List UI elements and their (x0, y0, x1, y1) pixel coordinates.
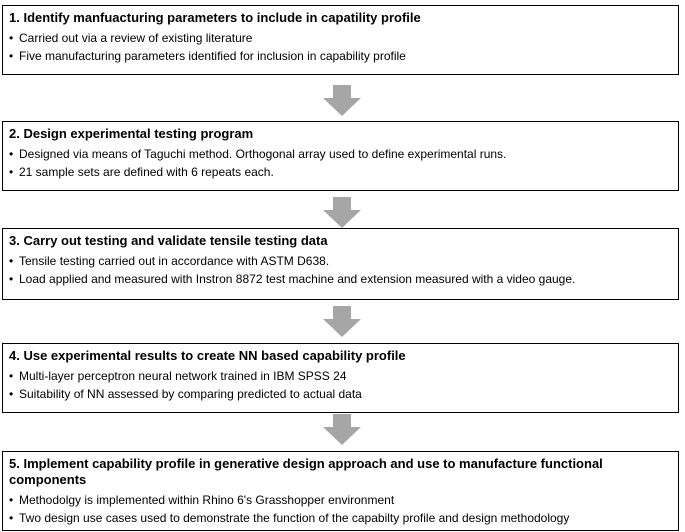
step-bullets-4: • Multi-layer perceptron neural network t… (9, 367, 672, 403)
bullet-mark: • (9, 254, 14, 268)
bullet-item: • Methodolgy is implemented within Rhino … (9, 491, 672, 509)
down-arrow-icon (323, 306, 361, 337)
bullet-text: Suitability of NN assessed by comparing … (19, 387, 362, 401)
bullet-text: Multi-layer perceptron neural network tr… (19, 369, 347, 383)
bullet-text: Five manufacturing parameters identified… (19, 49, 406, 63)
bullet-text: 21 sample sets are defined with 6 repeat… (19, 165, 274, 179)
bullet-item: • Five manufacturing parameters identifie… (9, 47, 672, 65)
down-arrow-icon (323, 414, 361, 445)
bullet-item: • 21 sample sets are defined with 6 repea… (9, 163, 672, 181)
bullet-text: Load applied and measured with Instron 8… (19, 272, 576, 286)
step-box-1: 1. Identify manfuacturing parameters to … (2, 5, 679, 75)
step-title-4: 4. Use experimental results to create NN… (9, 348, 406, 363)
step-bullets-1: • Carried out via a review of existing li… (9, 29, 672, 65)
bullet-mark: • (9, 165, 14, 179)
bullet-mark: • (9, 511, 14, 525)
bullet-text: Tensile testing carried out in accordanc… (19, 254, 330, 268)
bullet-mark: • (9, 147, 14, 161)
arrow-shape (323, 197, 361, 228)
step-title-5: 5. Implement capability profile in gener… (9, 456, 603, 487)
bullet-text: Carried out via a review of existing lit… (19, 31, 253, 45)
step-box-3: 3. Carry out testing and validate tensil… (2, 228, 679, 300)
bullet-item: • Multi-layer perceptron neural network t… (9, 367, 672, 385)
step-bullets-5: • Methodolgy is implemented within Rhino … (9, 491, 672, 527)
bullet-item: • Designed via means of Taguchi method. O… (9, 145, 672, 163)
arrow-shape (323, 414, 361, 445)
bullet-mark: • (9, 387, 14, 401)
step-box-5: 5. Implement capability profile in gener… (2, 451, 679, 531)
bullet-item: • Two design use cases used to demonstrat… (9, 509, 672, 527)
step-title-1: 1. Identify manfuacturing parameters to … (9, 10, 421, 25)
down-arrow-icon (323, 85, 361, 116)
step-box-2: 2. Design experimental testing program •… (2, 121, 679, 191)
bullet-item: • Carried out via a review of existing li… (9, 29, 672, 47)
bullet-mark: • (9, 49, 14, 63)
step-bullets-3: • Tensile testing carried out in accordan… (9, 252, 672, 288)
bullet-text: Designed via means of Taguchi method. Or… (19, 147, 507, 161)
step-box-4: 4. Use experimental results to create NN… (2, 343, 679, 413)
bullet-text: Methodolgy is implemented within Rhino 6… (19, 493, 395, 507)
arrow-shape (323, 306, 361, 337)
step-title-2: 2. Design experimental testing program (9, 126, 254, 141)
bullet-mark: • (9, 369, 14, 383)
down-arrow-icon (323, 197, 361, 228)
bullet-text: Two design use cases used to demonstrate… (19, 511, 570, 525)
bullet-item: • Suitability of NN assessed by comparing… (9, 385, 672, 403)
bullet-mark: • (9, 493, 14, 507)
bullet-item: • Tensile testing carried out in accordan… (9, 252, 672, 270)
bullet-mark: • (9, 31, 14, 45)
step-bullets-2: • Designed via means of Taguchi method. O… (9, 145, 672, 181)
arrow-shape (323, 85, 361, 116)
bullet-item: • Load applied and measured with Instron … (9, 270, 672, 288)
bullet-mark: • (9, 272, 14, 286)
step-title-3: 3. Carry out testing and validate tensil… (9, 233, 328, 248)
